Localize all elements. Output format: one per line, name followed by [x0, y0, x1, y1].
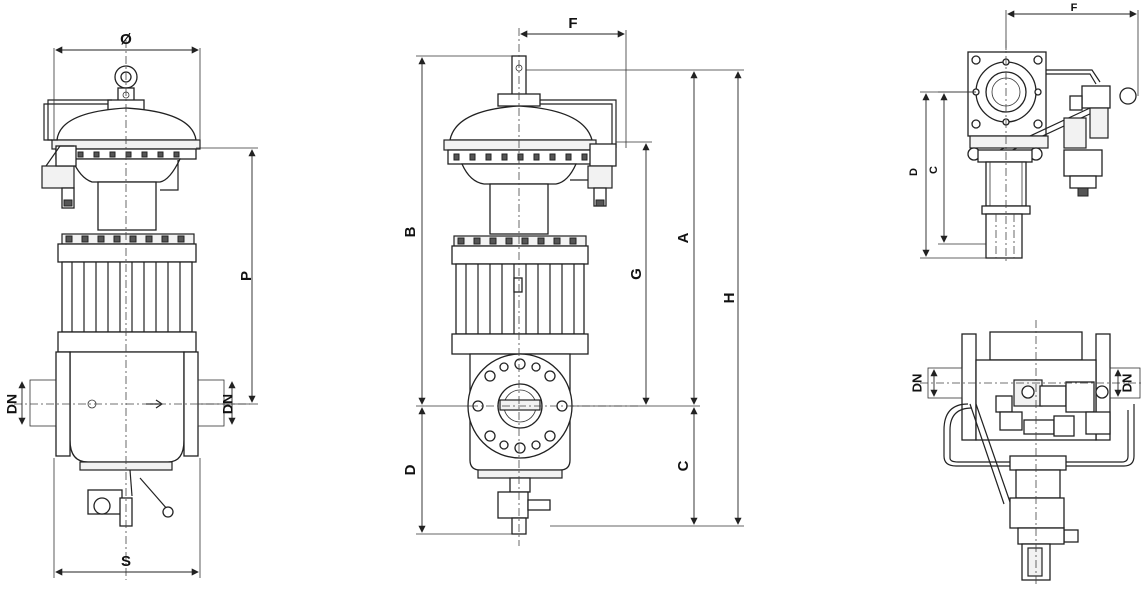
- front-bolts-2: [65, 235, 185, 243]
- cyl-lines: [989, 162, 1023, 206]
- bottom-right-view: DN DN: [909, 320, 1141, 586]
- side-fins: [465, 264, 575, 334]
- label-s: S: [121, 553, 131, 570]
- label-dn-left: DN: [4, 394, 20, 414]
- side-label-g: G: [628, 268, 645, 280]
- square-flange-holes: [971, 55, 1043, 129]
- side-label-d: D: [402, 464, 419, 475]
- top-right-view: F D C: [908, 2, 1139, 262]
- side-bolts: [453, 153, 588, 161]
- side-label-f: F: [568, 15, 577, 32]
- side-label-a: A: [675, 232, 692, 243]
- label-dn-right: DN: [220, 394, 236, 414]
- side-view: F B D G A C H: [402, 15, 744, 546]
- label-diameter: Ø: [120, 31, 132, 48]
- top-label-f: F: [1071, 2, 1078, 14]
- bottom-label-dn-right: DN: [1119, 374, 1134, 393]
- side-label-b: B: [402, 226, 419, 237]
- flange-bolt-holes: [472, 358, 568, 454]
- label-p: P: [238, 271, 255, 281]
- front-fins: [71, 262, 181, 332]
- side-label-h: H: [721, 293, 738, 304]
- top-label-d: D: [908, 168, 920, 176]
- bottom-label-dn-left: DN: [909, 374, 924, 393]
- side-bolts-2: [457, 237, 577, 245]
- side-label-c: C: [675, 460, 692, 471]
- top-label-c: C: [928, 166, 940, 174]
- front-view: Ø P DN DN S: [4, 31, 258, 580]
